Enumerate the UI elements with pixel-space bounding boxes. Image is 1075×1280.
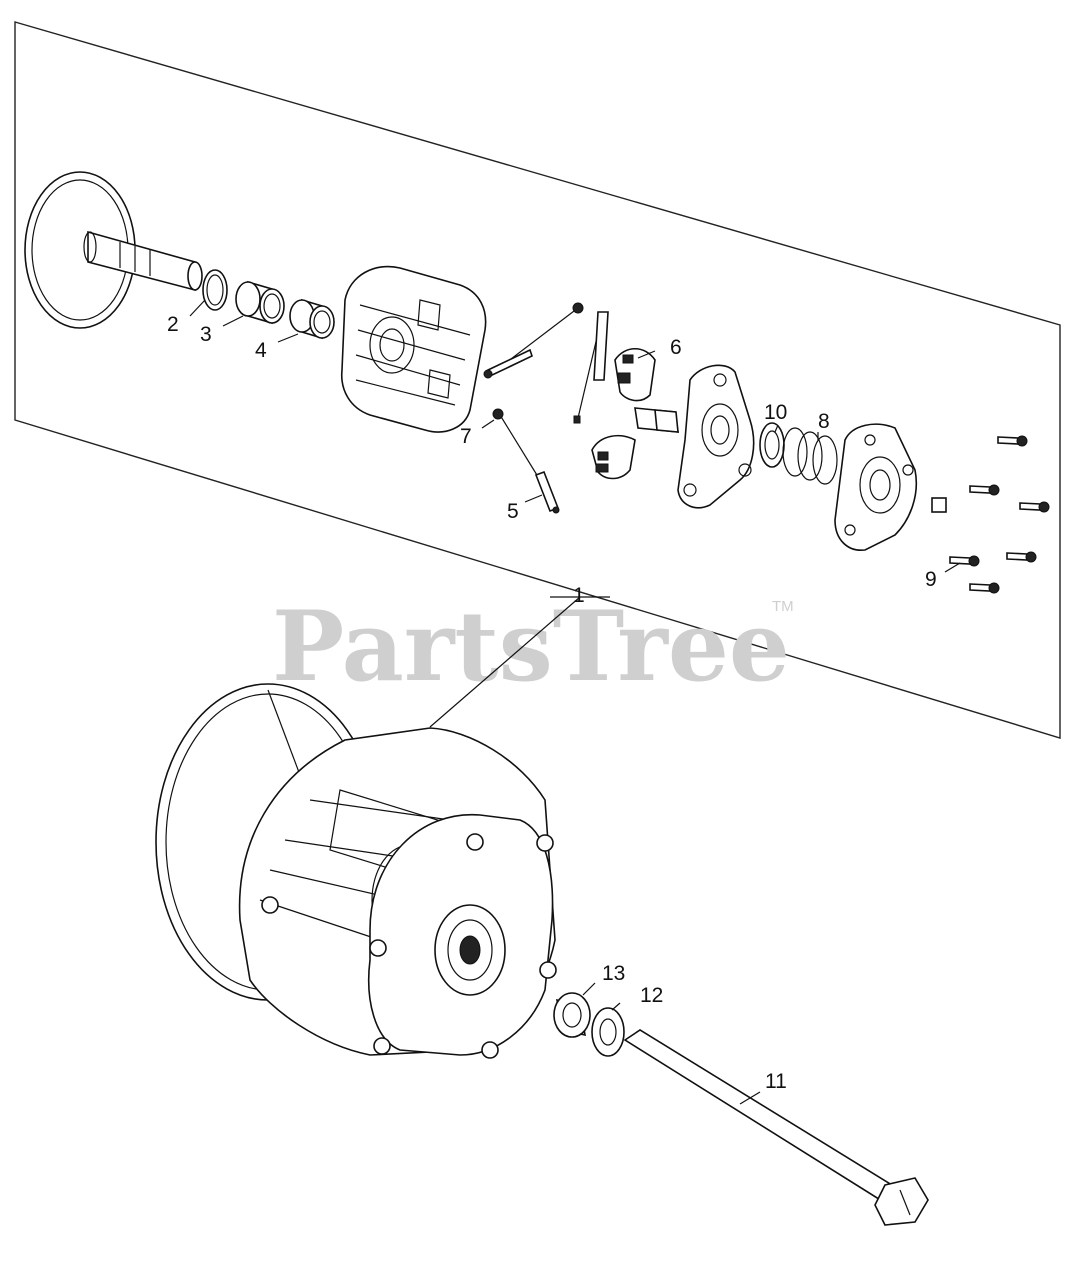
callout-13: 13 xyxy=(602,962,625,985)
leader-lines xyxy=(189,299,961,1105)
callout-6: 6 xyxy=(670,336,682,359)
callout-5: 5 xyxy=(507,500,519,523)
long-bolt-part xyxy=(623,1029,929,1226)
pin-bolt-lower xyxy=(492,408,560,514)
weight-lower-part xyxy=(591,434,636,480)
pin-bolt-upper xyxy=(483,302,584,379)
washer-part xyxy=(591,1007,625,1057)
seal-ring-part xyxy=(202,269,228,311)
callout-8: 8 xyxy=(818,410,830,433)
assembled-clutch xyxy=(155,683,557,1059)
spider-part xyxy=(677,364,755,509)
callout-4: 4 xyxy=(255,339,267,362)
needle-bearing-part xyxy=(235,280,285,325)
callout-10: 10 xyxy=(764,401,787,424)
small-washer-part xyxy=(931,497,947,513)
slider-block-part xyxy=(634,407,679,433)
long-pin-part xyxy=(573,311,609,424)
cover-plate-part xyxy=(834,423,918,551)
callout-2: 2 xyxy=(167,313,179,336)
bushing-part xyxy=(289,298,335,340)
callout-11: 11 xyxy=(765,1070,787,1093)
exploded-view-frame xyxy=(14,21,1061,739)
spacer-part xyxy=(553,992,591,1038)
spring-part xyxy=(782,427,838,485)
fixed-sheave-shaft xyxy=(24,171,203,329)
callout-1: 1 xyxy=(573,584,585,607)
callout-12: 12 xyxy=(640,984,663,1007)
bolts-part xyxy=(949,435,1050,594)
movable-sheave-part xyxy=(341,265,487,433)
callout-3: 3 xyxy=(200,323,212,346)
watermark-brand: PartsTree xyxy=(272,590,790,703)
weight-upper-part xyxy=(614,347,656,402)
spring-seat-part xyxy=(759,422,785,468)
watermark-tm: TM xyxy=(772,598,794,615)
callout-7: 7 xyxy=(460,425,472,448)
callout-9: 9 xyxy=(925,568,937,591)
